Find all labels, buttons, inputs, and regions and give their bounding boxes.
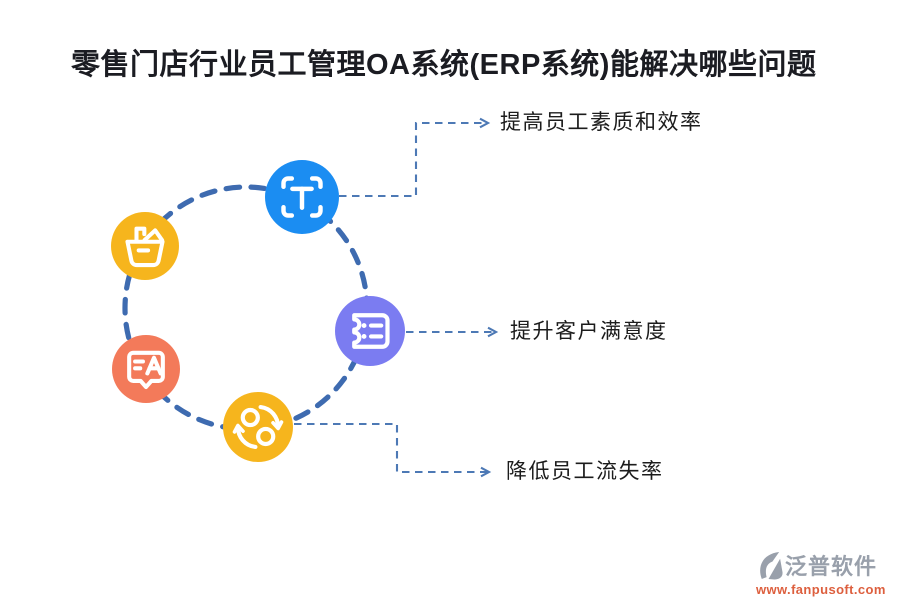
benefit-label-reduce-turnover: 降低员工流失率 <box>506 460 664 483</box>
brand-watermark: 泛普软件 www.fanpusoft.com <box>756 549 894 597</box>
page-title: 零售门店行业员工管理OA系统(ERP系统)能解决哪些问题 <box>71 49 817 81</box>
brand-name: 泛普软件 <box>785 554 878 579</box>
sync-icon <box>232 404 284 450</box>
brand-logo-icon <box>760 551 783 579</box>
translate-chat-icon <box>127 350 165 390</box>
node-ticket <box>335 296 405 366</box>
node-shopping-basket <box>111 212 179 280</box>
node-translate-chat <box>112 335 180 403</box>
node-text-scan <box>265 160 339 234</box>
text-scan-icon <box>281 176 323 218</box>
connector-3-arrowhead <box>480 466 492 478</box>
benefit-label-improve-quality: 提高员工素质和效率 <box>500 111 703 134</box>
node-sync <box>223 392 293 462</box>
connector-2-arrowhead <box>487 326 499 338</box>
benefit-label-customer-satisfaction: 提升客户满意度 <box>510 320 668 343</box>
connector-3 <box>294 422 487 474</box>
connector-1 <box>339 121 486 198</box>
connector-1-arrowhead <box>479 117 491 129</box>
ticket-icon <box>352 313 390 349</box>
brand-url: www.fanpusoft.com <box>756 582 886 597</box>
connector-group <box>294 117 499 478</box>
shopping-basket-icon <box>125 226 165 268</box>
